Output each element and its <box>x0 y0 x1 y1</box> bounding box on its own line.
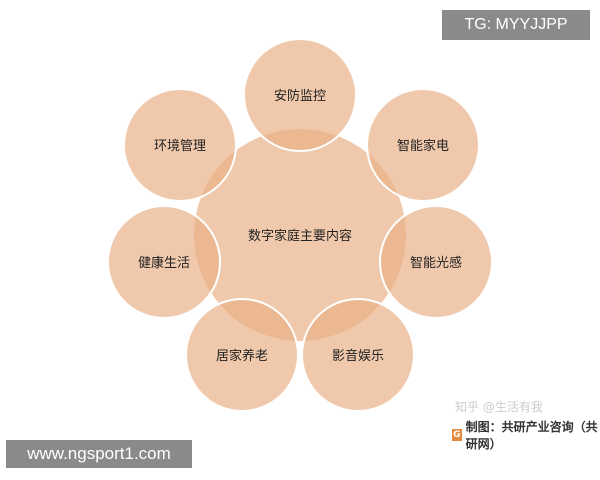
center-label: 数字家庭主要内容 <box>248 228 352 244</box>
credit-logo-icon: G <box>452 429 462 441</box>
item-circle <box>366 88 480 202</box>
item-label: 智能家电 <box>397 138 449 154</box>
item-circle <box>185 298 299 412</box>
item-label: 健康生活 <box>138 255 190 271</box>
item-circle <box>107 205 221 319</box>
tg-label: TG: MYYJJPP <box>442 10 590 40</box>
zhihu-watermark: 知乎 @生活有我 <box>455 400 543 414</box>
item-circle <box>379 205 493 319</box>
item-circle <box>301 298 415 412</box>
item-label: 居家养老 <box>216 348 268 364</box>
item-label: 安防监控 <box>274 88 326 104</box>
item-label: 影音娱乐 <box>332 348 384 364</box>
item-circle <box>243 38 357 152</box>
item-label: 智能光感 <box>410 255 462 271</box>
credit-text: 制图：共研产业咨询（共研网） <box>465 420 598 451</box>
site-label: www.ngsport1.com <box>6 440 192 468</box>
item-label: 环境管理 <box>154 139 206 154</box>
item-circle <box>123 88 237 202</box>
source-credit: G 制图：共研产业咨询（共研网） <box>452 418 600 452</box>
